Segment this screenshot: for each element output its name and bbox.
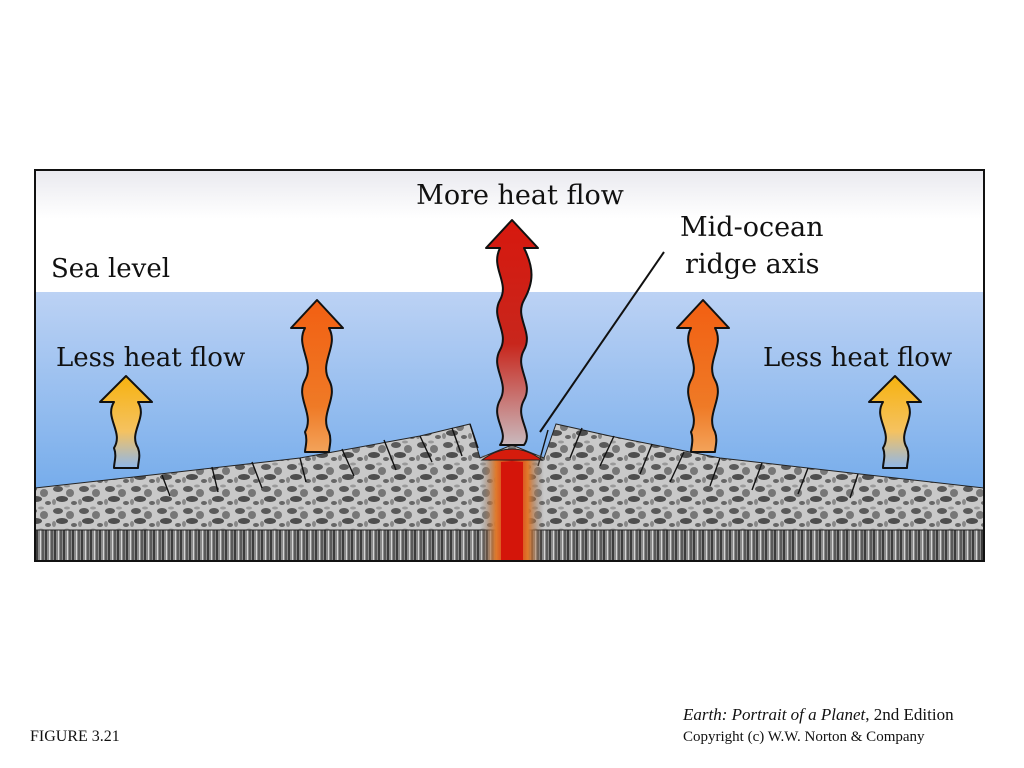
ridge-axis-label-line1: Mid-ocean bbox=[680, 212, 824, 243]
magma-chamber bbox=[480, 448, 544, 461]
less-heat-flow-right-label: Less heat flow bbox=[763, 343, 952, 373]
heat-arrow-far-left bbox=[99, 375, 153, 469]
ridge-axis-leader-line bbox=[539, 251, 665, 433]
sea-level-label: Sea level bbox=[51, 254, 170, 284]
heat-arrow-mid-left bbox=[290, 299, 344, 453]
diagram-frame bbox=[34, 169, 985, 562]
book-edition: , 2nd Edition bbox=[865, 705, 954, 724]
copyright-line: Copyright (c) W.W. Norton & Company bbox=[683, 729, 925, 745]
heat-arrow-far-right bbox=[868, 375, 922, 469]
more-heat-flow-label: More heat flow bbox=[416, 180, 624, 211]
heat-arrow-center bbox=[485, 219, 539, 446]
book-credit: Earth: Portrait of a Planet, 2nd Edition… bbox=[683, 704, 954, 748]
magma-core bbox=[501, 462, 523, 561]
ridge-axis-label-line2: ridge axis bbox=[685, 249, 820, 280]
book-title-line: Earth: Portrait of a Planet, 2nd Edition bbox=[683, 704, 954, 726]
figure-number: FIGURE 3.21 bbox=[30, 728, 120, 745]
less-heat-flow-left-label: Less heat flow bbox=[56, 343, 245, 373]
crust-fault-lines bbox=[161, 423, 859, 499]
book-title: Earth: Portrait of a Planet bbox=[683, 705, 866, 724]
heat-arrow-mid-right bbox=[676, 299, 730, 453]
